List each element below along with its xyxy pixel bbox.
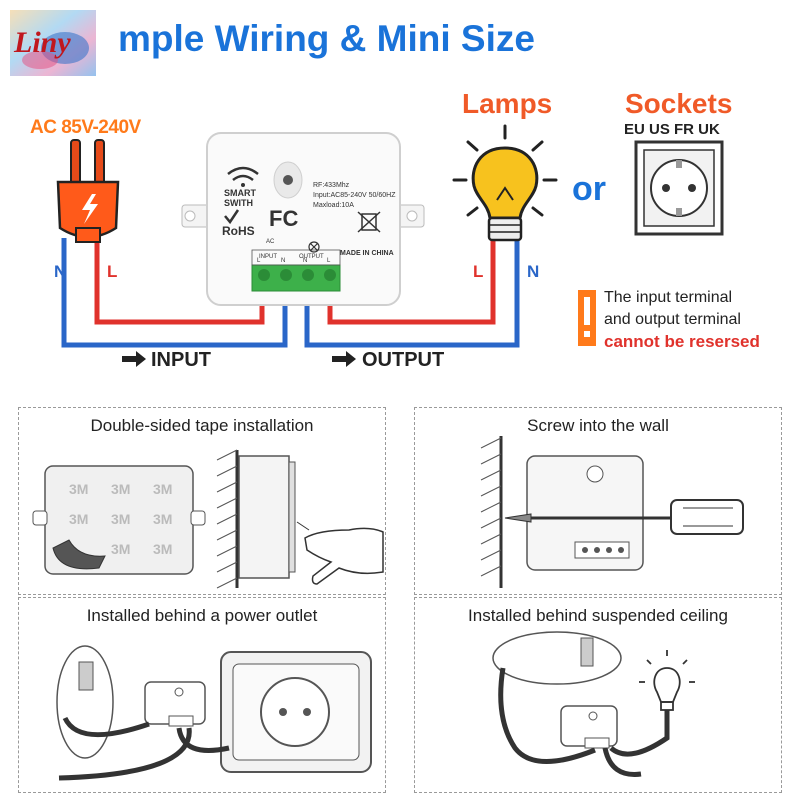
power-plug-icon bbox=[56, 139, 120, 243]
made-in-label: MADE IN CHINA bbox=[340, 250, 394, 257]
input-label: INPUT bbox=[151, 349, 211, 371]
sockets-heading: Sockets bbox=[625, 88, 733, 119]
socket-regions: EU US FR UK bbox=[624, 121, 720, 138]
lamps-heading: Lamps bbox=[462, 88, 553, 119]
device-term-n2: N bbox=[303, 258, 308, 264]
panel-title: Installed behind a power outlet bbox=[86, 606, 318, 625]
recycle-bin-icon bbox=[357, 211, 381, 233]
tape-mark: 3M bbox=[69, 481, 88, 497]
rohs-mark: RoHS bbox=[222, 224, 255, 238]
output-n-label: N bbox=[527, 262, 540, 281]
or-connector: or bbox=[572, 170, 606, 208]
device-specs: RF:433Mhz Input:AC85-240V 50/60HZ Maxloa… bbox=[313, 182, 396, 209]
output-l-label: L bbox=[473, 262, 484, 281]
input-arrow-icon bbox=[122, 351, 146, 367]
tape-mark: 3M bbox=[153, 481, 172, 497]
screw-illustration bbox=[480, 436, 744, 588]
wiring-diagram bbox=[56, 124, 724, 367]
page-title: mple Wiring & Mini Size bbox=[118, 18, 535, 59]
panel-tape-installation: Double-sided tape installation 3M 3M 3M … bbox=[18, 407, 386, 595]
output-neutral-wire bbox=[304, 240, 520, 348]
tape-mark: 3M bbox=[111, 541, 130, 557]
warning-line-2: and output terminal bbox=[604, 311, 741, 328]
brand-logo bbox=[10, 10, 96, 76]
warning-line-1: The input terminal bbox=[604, 289, 733, 306]
device-term-l2: L bbox=[327, 258, 331, 264]
input-neutral-wire bbox=[61, 238, 288, 348]
device-input-tag: INPUT bbox=[259, 254, 277, 260]
wall-socket-icon bbox=[634, 140, 724, 236]
ac-mark: AC bbox=[266, 239, 275, 245]
input-l-label: L bbox=[107, 262, 118, 281]
device-brand: SMART SWITH bbox=[224, 188, 256, 208]
logo-text: Liny bbox=[14, 26, 71, 59]
panel-title: Installed behind suspended ceiling bbox=[468, 606, 728, 625]
tape-mark: 3M bbox=[153, 511, 172, 527]
smart-switch-device bbox=[181, 132, 425, 306]
warning-icon bbox=[578, 290, 596, 346]
ceiling-bulb-icon bbox=[639, 650, 695, 711]
input-n-label: N bbox=[54, 262, 67, 281]
warning-line-3: cannot be resersed bbox=[604, 332, 760, 351]
tape-mark: 3M bbox=[69, 511, 88, 527]
device-term-l: L bbox=[257, 258, 261, 264]
outlet-illustration bbox=[56, 645, 372, 781]
voltage-label: AC 85V-240V bbox=[30, 117, 141, 138]
output-arrow-icon bbox=[332, 351, 356, 367]
panel-title: Double-sided tape installation bbox=[90, 416, 314, 435]
tape-mark: 3M bbox=[153, 541, 172, 557]
light-bulb-icon bbox=[452, 124, 558, 242]
tape-illustration: 3M 3M 3M 3M 3M 3M 3M 3M bbox=[32, 449, 384, 589]
tape-mark: 3M bbox=[111, 511, 130, 527]
wifi-icon bbox=[227, 166, 259, 187]
panel-title: Screw into the wall bbox=[527, 416, 669, 435]
ceiling-illustration bbox=[492, 631, 695, 777]
device-term-n: N bbox=[281, 258, 286, 264]
fc-mark: FC bbox=[269, 206, 299, 231]
lamp-symbol-icon bbox=[308, 241, 320, 253]
output-label: OUTPUT bbox=[362, 349, 445, 371]
tape-mark: 3M bbox=[111, 481, 130, 497]
panel-screw-installation: Screw into the wall bbox=[414, 407, 782, 595]
panel-outlet-installation: Installed behind a power outlet bbox=[18, 597, 386, 793]
panel-ceiling-installation: Installed behind suspended ceiling bbox=[414, 597, 782, 793]
device-output-tag: OUTPUT bbox=[299, 254, 324, 260]
